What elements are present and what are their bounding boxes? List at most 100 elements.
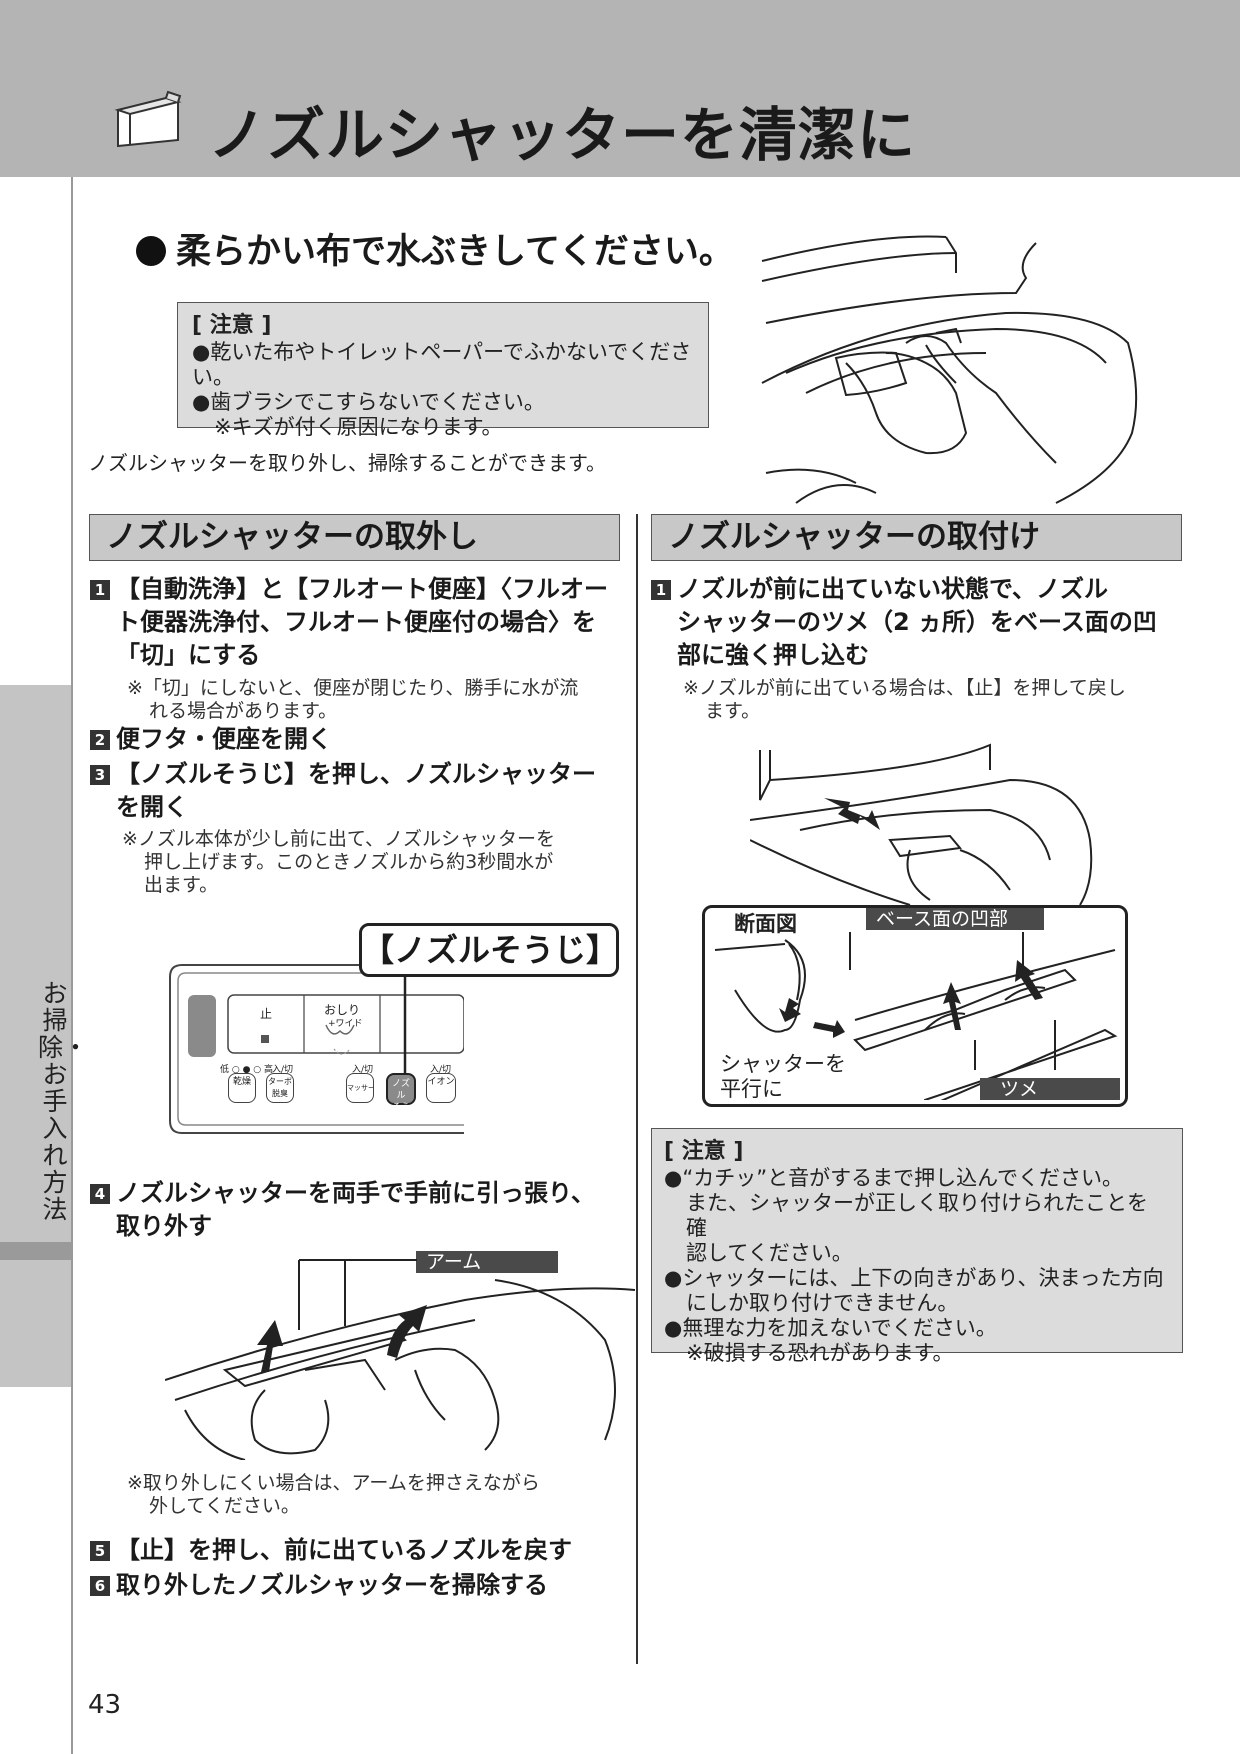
note-text: 押し上げます。このときノズルから約3秒間水が [144, 851, 554, 873]
step-text: 取り外す [116, 1212, 212, 1240]
header-band [0, 0, 1240, 177]
side-tab-label: お掃除・お手入れ方法 [38, 979, 89, 1224]
remote-control-illustration [169, 964, 464, 1134]
nozzle-clean-callout: 【ノズルそうじ】 [359, 923, 619, 977]
install-note-1: ※ノズルが前に出ている場合は、【止】を押して戻し ます。 [683, 677, 1193, 723]
side-tab [0, 685, 71, 1387]
caution-line: ※キズが付く原因になります。 [214, 415, 503, 439]
parallel-label: シャッターを 平行に [720, 1052, 846, 1102]
lead-instruction: 柔らかい布で水ぶきしてください。 [136, 228, 734, 276]
step-text: ノズルシャッターを両手で手前に引っ張り、 [116, 1179, 596, 1207]
description: ノズルシャッターを取り外し、掃除することができます。 [88, 451, 606, 475]
install-step-1: 1 ノズルが前に出ていない状態で、ノズル シャッターのツメ（2 ヵ所）をベース面の… [651, 573, 1191, 672]
lead-text: 柔らかい布で水ぶきしてください。 [176, 232, 734, 272]
step-text: 部に強く押し込む [677, 641, 869, 669]
caution-line: ●無理な力を加えないでください。 [664, 1316, 997, 1340]
caution-line: また、シャッターが正しく取り付けられたことを確 [686, 1191, 1148, 1240]
step-text: 【ノズルそうじ】を押し、ノズルシャッター [116, 760, 596, 788]
step-number: 2 [90, 730, 110, 750]
caution-box-top: [ 注意 ] ●乾いた布やトイレットペーパーでふかないでください。 ●歯ブラシで… [177, 302, 709, 439]
page-number: 43 [88, 1690, 122, 1720]
remote-button-label: そうじ [391, 1103, 410, 1125]
callout-pointer [403, 975, 407, 1073]
arm-label: アーム [416, 1251, 558, 1273]
caution-line: ※破損する恐れがあります。 [686, 1341, 954, 1365]
step-text: 取り外したノズルシャッターを掃除する [116, 1571, 548, 1599]
base-recess-label: ベース面の凹部 [866, 908, 1044, 930]
remote-button-label: ノズル [391, 1079, 410, 1101]
removal-note-3: ※ノズル本体が少し前に出て、ノズルシャッターを 押し上げます。このときノズルから… [122, 828, 632, 897]
left-rule [71, 177, 73, 1754]
note-text: ※「切」にしないと、便座が閉じたり、勝手に水が流 [127, 677, 579, 699]
remote-oshiri-label: おしり [324, 1003, 361, 1017]
step-number: 6 [90, 1576, 110, 1596]
removal-illustration [165, 1259, 635, 1460]
note-text: 外してください。 [149, 1495, 300, 1517]
removal-step-2: 2 便フタ・便座を開く [90, 723, 332, 756]
remote-stop-label: 止 [260, 1007, 273, 1021]
install-heading: ノズルシャッターの取付け [651, 514, 1182, 561]
remote-button-label: 乾燥 [232, 1077, 251, 1087]
removal-step-4: 4 ノズルシャッターを両手で手前に引っ張り、 取り外す [90, 1177, 630, 1243]
remote-turbo-button[interactable]: ターボ脱臭 [266, 1073, 294, 1103]
remote-level-label: 低 ○ ● ○ 高 [220, 1065, 274, 1075]
parallel-text: シャッターを [720, 1052, 846, 1076]
step-text: ト便器洗浄付、フルオート便座付の場合〉を [116, 608, 596, 636]
step-text: ノズルが前に出ていない状態で、ノズル [677, 575, 1109, 603]
remote-button-label: イオン [427, 1077, 455, 1087]
step-text: 【自動洗浄】と【フルオート便座】〈フルオー [116, 575, 608, 603]
caution-box-bottom: [ 注意 ] ●“カチッ”と音がするまで押し込んでください。 また、シャッターが… [651, 1128, 1183, 1365]
remote-nozzle-clean-button[interactable]: ノズルそうじ [386, 1073, 416, 1125]
removal-note-4: ※取り外しにくい場合は、アームを押さえながら 外してください。 [127, 1472, 637, 1518]
removal-step-3: 3 【ノズルそうじ】を押し、ノズルシャッター を開く [90, 758, 630, 824]
step-text: を開く [116, 793, 188, 821]
step-number: 5 [90, 1541, 110, 1561]
remote-onoff-label: 入/切 [430, 1065, 452, 1075]
column-divider [636, 514, 638, 1664]
step-number: 1 [90, 580, 110, 600]
remote-massage-button[interactable]: マッサージ [346, 1073, 374, 1103]
step-text: シャッターのツメ（2 ヵ所）をベース面の凹 [677, 608, 1157, 636]
page-title: ノズルシャッターを清潔に [208, 101, 917, 169]
install-illustration [750, 743, 1093, 905]
remote-button-label: ターボ [268, 1077, 292, 1086]
toilet-icon [114, 90, 182, 148]
remote-button-label: 脱臭 [272, 1089, 288, 1098]
note-text: ※ノズルが前に出ている場合は、【止】を押して戻し [683, 677, 1126, 699]
cross-section-frame [702, 905, 1128, 1107]
remote-indicator [188, 995, 216, 1057]
caution-line: ●シャッターには、上下の向きがあり、決まった方向 [664, 1266, 1164, 1290]
step-number: 3 [90, 765, 110, 785]
note-text: ※ノズル本体が少し前に出て、ノズルシャッターを [122, 828, 555, 850]
remote-dry-button[interactable]: 乾燥 [228, 1073, 256, 1103]
caution-line: 認してください。 [686, 1241, 853, 1265]
caution-title: [ 注意 ] [192, 313, 272, 338]
step-text: 「切」にする [116, 641, 261, 669]
removal-step-5: 5【止】を押し、前に出ているノズルを戻す [90, 1534, 572, 1567]
step-number: 4 [90, 1184, 110, 1204]
note-text: れる場合があります。 [149, 700, 338, 722]
removal-step-6: 6 取り外したノズルシャッターを掃除する [90, 1569, 548, 1602]
caution-title: [ 注意 ] [664, 1139, 744, 1164]
note-text: 出ます。 [144, 874, 219, 896]
caution-line: ●“カチッ”と音がするまで押し込んでください。 [664, 1166, 1124, 1190]
step-text: 便フタ・便座を開く [116, 725, 332, 753]
remote-onoff-label: 入/切 [352, 1065, 374, 1075]
remote-button-label: マッサージ [347, 1084, 373, 1092]
caution-line: ●乾いた布やトイレットペーパーでふかないでください。 [192, 340, 692, 389]
step-number: 1 [651, 580, 671, 600]
cross-section-label: 断面図 [734, 912, 797, 936]
caution-line: にしか取り付けできません。 [686, 1291, 959, 1315]
remote-ion-button[interactable]: イオン [426, 1073, 456, 1103]
bullet-icon [136, 236, 166, 266]
parallel-text: 平行に [720, 1077, 783, 1101]
caution-line: ●歯ブラシでこすらないでください。 [192, 390, 545, 414]
note-text: ※取り外しにくい場合は、アームを押さえながら [127, 1472, 540, 1494]
wiping-illustration [761, 235, 1138, 504]
remote-onoff-label: 入/切 [272, 1065, 294, 1075]
removal-heading: ノズルシャッターの取外し [89, 514, 620, 561]
removal-step-1: 1 【自動洗浄】と【フルオート便座】〈フルオー ト便器洗浄付、フルオート便座付の場… [90, 573, 630, 672]
note-text: ます。 [705, 700, 761, 722]
remote-wide-label: +ワイド [328, 1019, 363, 1029]
claw-label: ツメ [980, 1078, 1120, 1100]
